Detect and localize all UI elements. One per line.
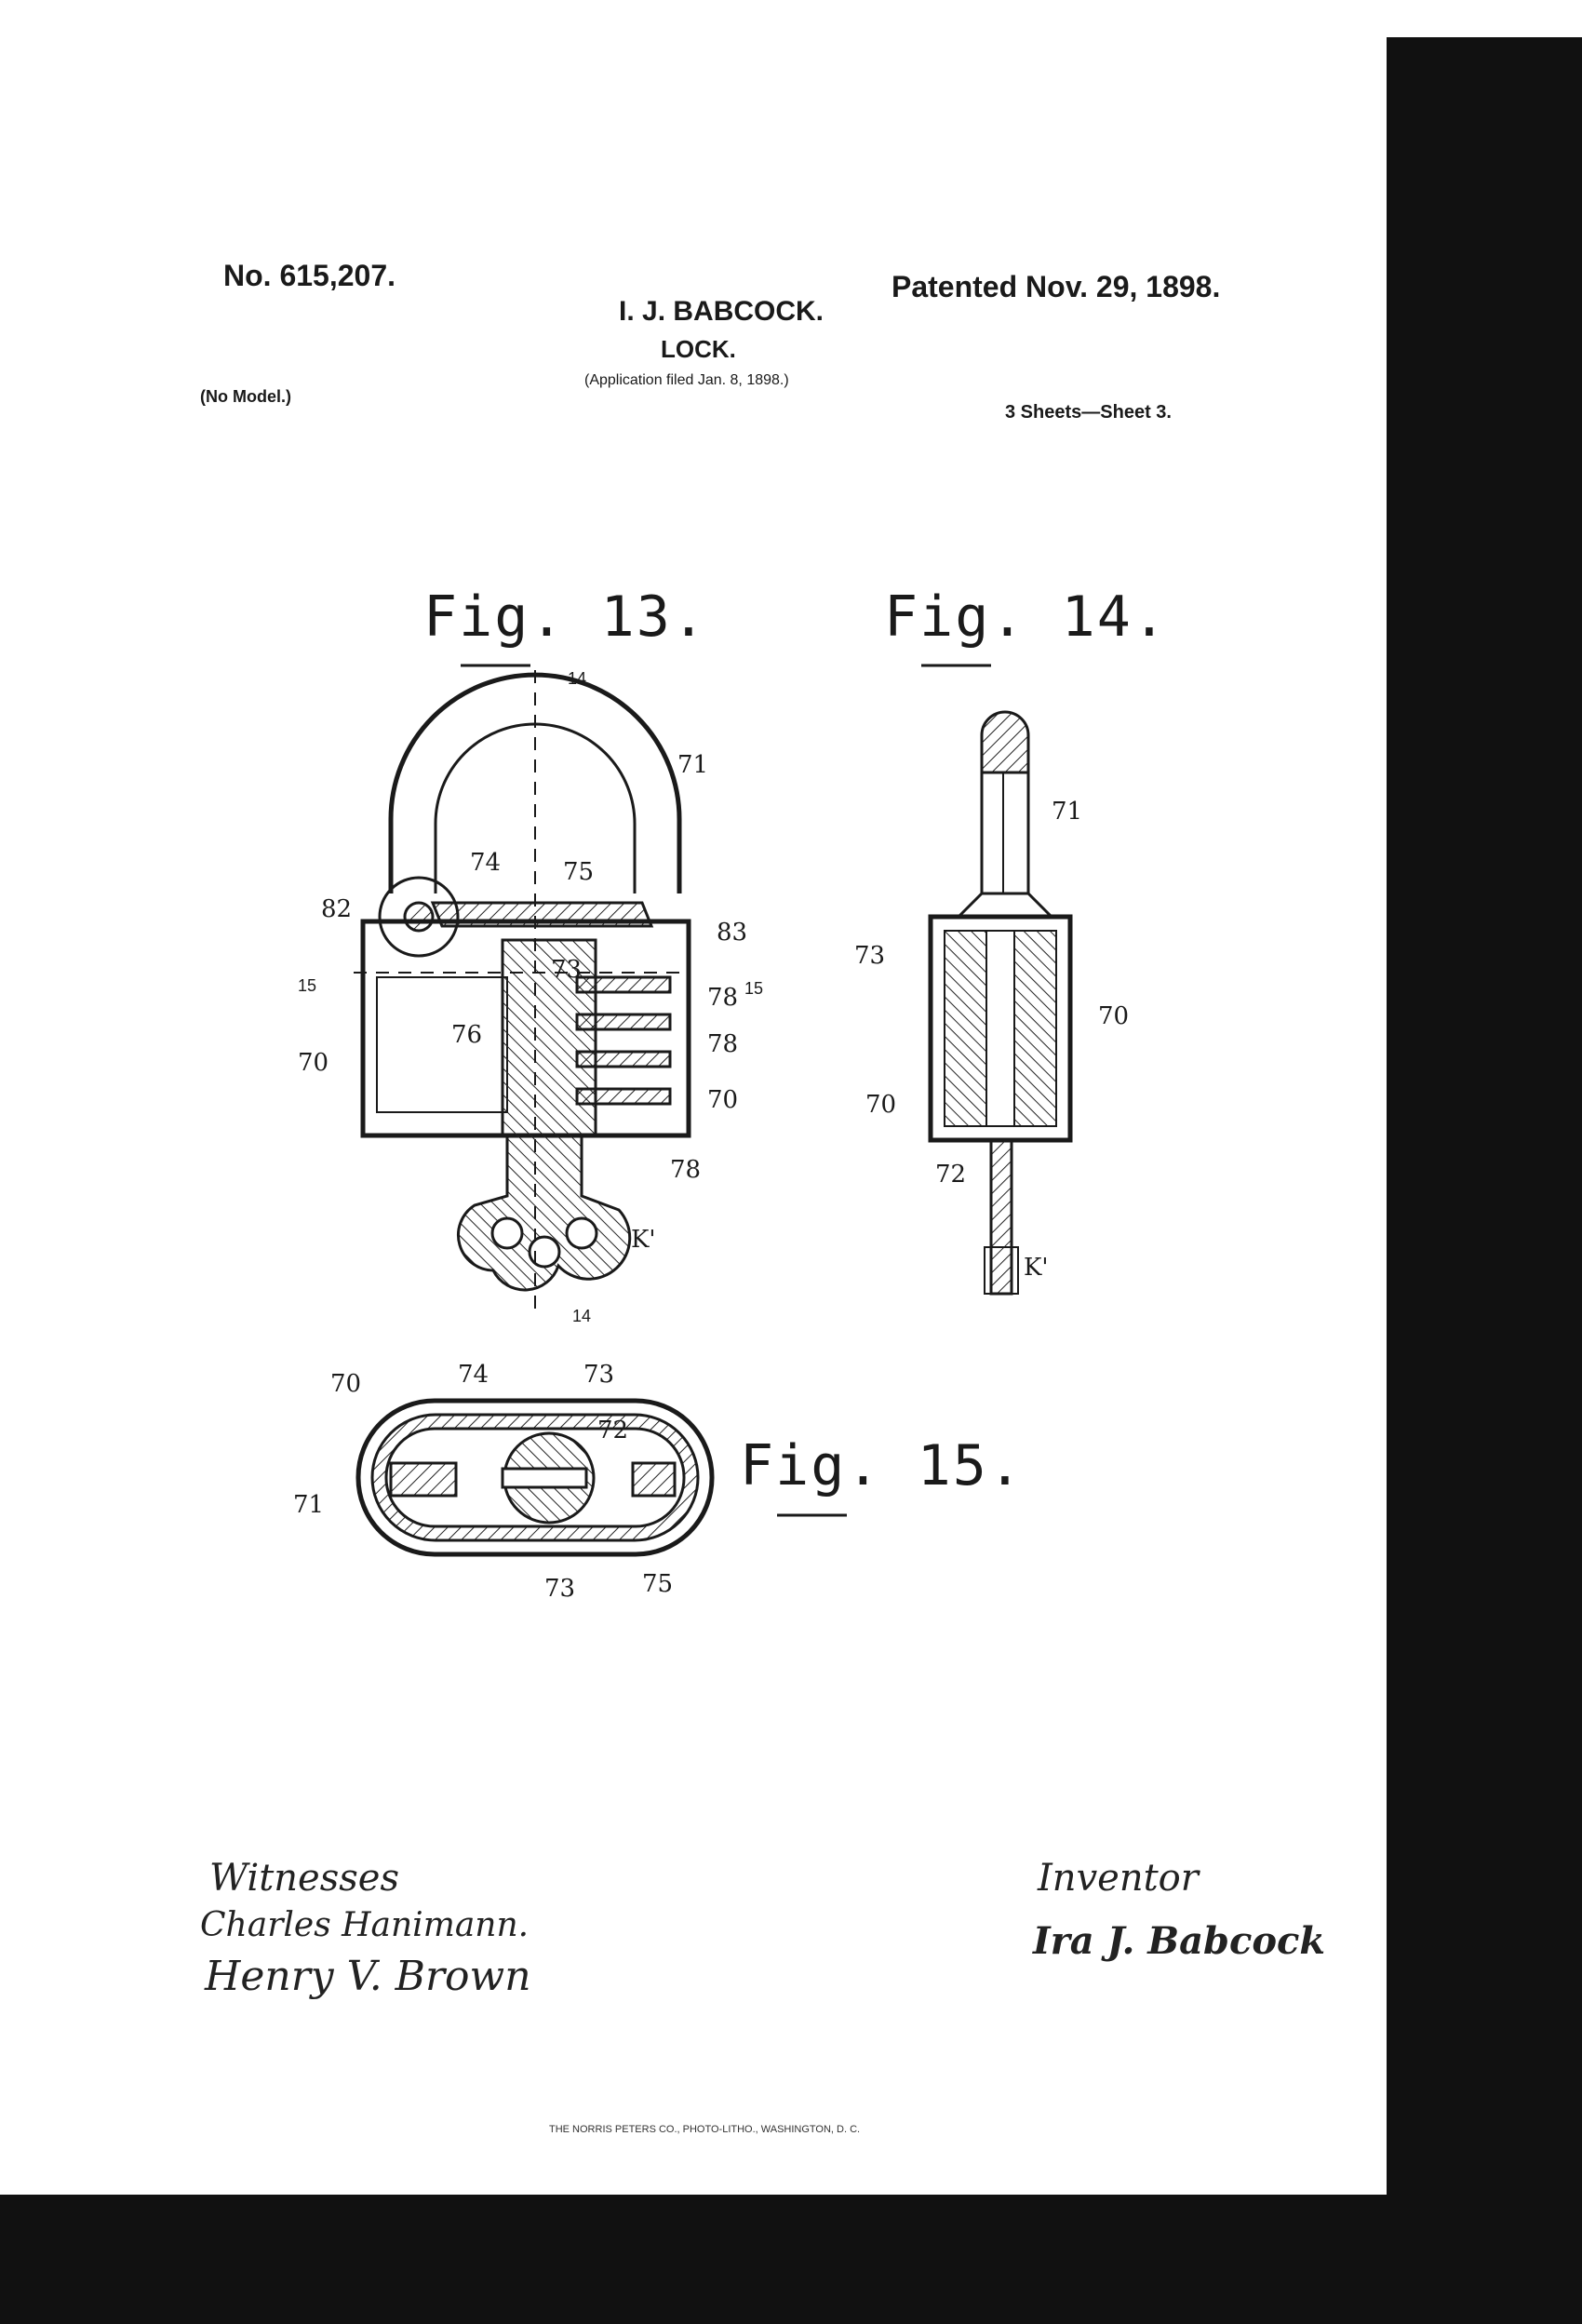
- patent-title: LOCK.: [661, 335, 736, 363]
- sheet-count: 3 Sheets—Sheet 3.: [1005, 402, 1172, 423]
- patent-number: No. 615,207.: [223, 259, 396, 292]
- ref-73-fig15-bottom: 73: [544, 1575, 575, 1603]
- figure-14-label: Fig. 14.: [884, 584, 1168, 650]
- section-15-left: 15: [298, 976, 316, 995]
- ref-72-fig15: 72: [597, 1417, 628, 1444]
- ref-82: 82: [321, 895, 352, 923]
- ref-70: 70: [707, 1086, 738, 1114]
- ref-70-fig14-left: 70: [865, 1091, 896, 1119]
- ref-74: 74: [470, 849, 501, 877]
- ref-75-fig15: 75: [642, 1570, 673, 1598]
- ref-72-fig14: 72: [935, 1161, 966, 1189]
- ref-70-fig14: 70: [1098, 1002, 1129, 1030]
- figure-15-drawing: [355, 1398, 715, 1557]
- ref-76: 76: [451, 1021, 482, 1049]
- figure-13-label: Fig. 13.: [423, 584, 707, 650]
- patented-date: Patented Nov. 29, 1898.: [892, 270, 1221, 303]
- printer-credit: THE NORRIS PETERS CO., PHOTO-LITHO., WAS…: [549, 2124, 861, 2135]
- ref-73-fig15-top: 73: [583, 1361, 614, 1389]
- scan-border-bottom: [0, 2195, 1582, 2324]
- witness-signature-2: Henry V. Brown: [205, 1953, 531, 2000]
- witnesses-label: Witnesses: [209, 1857, 399, 1900]
- model-note: (No Model.): [200, 387, 291, 406]
- ref-83: 83: [717, 919, 747, 947]
- inventor-label: Inventor: [1038, 1857, 1199, 1900]
- ref-key-fig14: K': [1024, 1254, 1049, 1282]
- scan-border-right: [1387, 37, 1582, 2324]
- figure-14-drawing: [928, 710, 1073, 1296]
- ref-73-fig14: 73: [854, 942, 885, 970]
- ref-70-left: 70: [298, 1049, 328, 1077]
- ref-78b: 78: [707, 1030, 738, 1058]
- ref-70-fig15: 70: [330, 1370, 361, 1398]
- figure-label-underlines: [461, 664, 991, 1517]
- inventor-signature: Ira J. Babcock: [1033, 1919, 1326, 1963]
- figure-15-label: Fig. 15.: [740, 1433, 1024, 1498]
- ref-key: K': [631, 1226, 656, 1254]
- witness-signature-1: Charles Hanimann.: [200, 1906, 530, 1944]
- figure-13-drawing: [354, 670, 691, 1312]
- ref-73-fig13: 73: [551, 956, 582, 984]
- ref-71: 71: [677, 751, 708, 779]
- ref-78c: 78: [670, 1156, 701, 1184]
- inventor-header: I. J. BABCOCK.: [619, 296, 825, 327]
- application-date: (Application filed Jan. 8, 1898.): [584, 372, 789, 388]
- ref-71-fig15: 71: [293, 1491, 324, 1519]
- section-14-top: 14: [568, 669, 586, 688]
- ref-78: 78: [707, 984, 738, 1012]
- section-15-right: 15: [744, 979, 763, 998]
- ref-71-fig14: 71: [1052, 798, 1082, 826]
- ref-75: 75: [563, 858, 594, 886]
- section-14-bottom: 14: [572, 1307, 591, 1325]
- ref-74-fig15: 74: [458, 1361, 489, 1389]
